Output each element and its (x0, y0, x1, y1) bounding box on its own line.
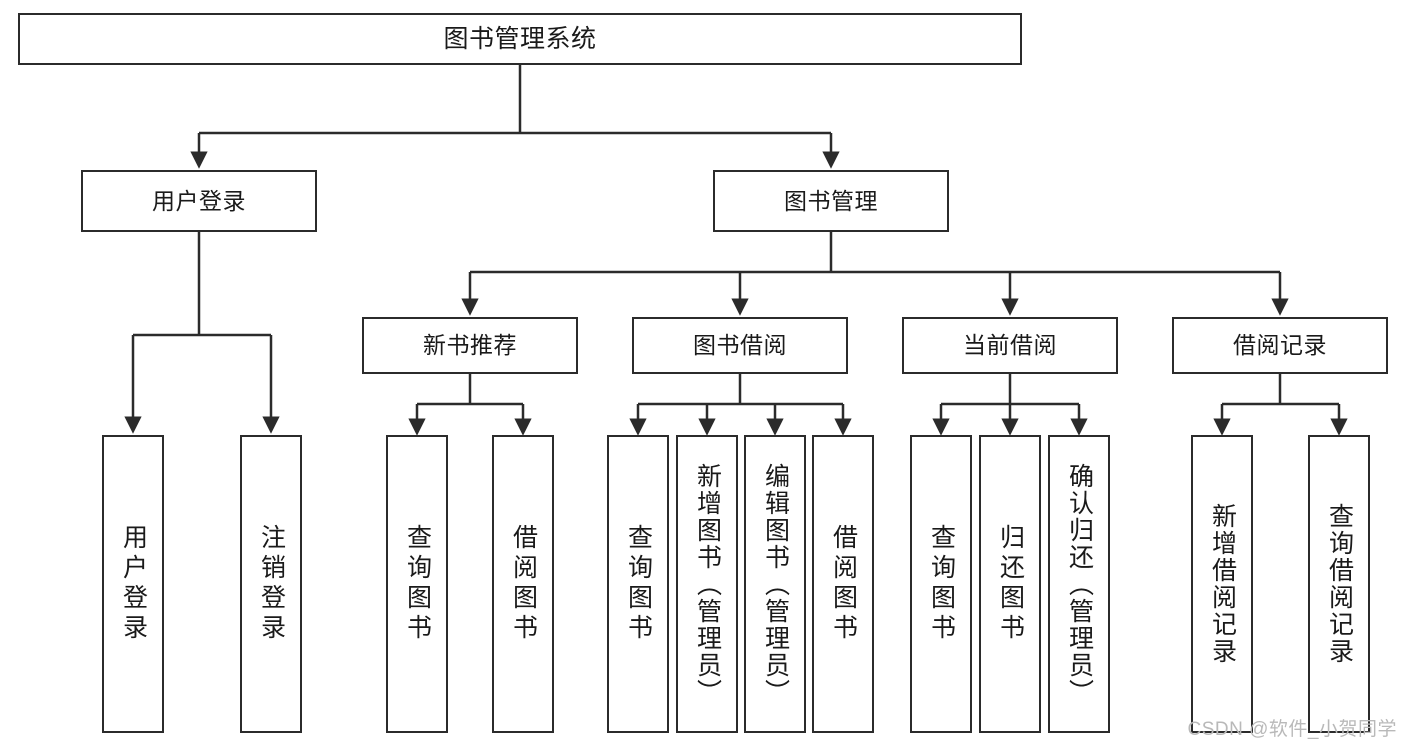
leaf-recommend-query-book[interactable]: 查询图书 (386, 435, 448, 733)
node-root[interactable]: 图书管理系统 (18, 13, 1022, 65)
leaf-borrow-edit-book-label: 编辑图书（管理员） (761, 462, 790, 706)
leaf-current-confirm-return[interactable]: 确认归还（管理员） (1048, 435, 1110, 733)
leaf-borrow-add-book[interactable]: 新增图书（管理员） (676, 435, 738, 733)
node-user-login[interactable]: 用户登录 (81, 170, 317, 232)
node-user-login-label: 用户登录 (152, 187, 246, 214)
leaf-record-add-record[interactable]: 新增借阅记录 (1191, 435, 1253, 733)
node-book-borrow-label: 图书借阅 (693, 332, 787, 359)
leaf-record-query-record-label: 查询借阅记录 (1325, 503, 1354, 665)
leaf-recommend-borrow-book[interactable]: 借阅图书 (492, 435, 554, 733)
node-current-borrow-label: 当前借阅 (963, 332, 1057, 359)
leaf-logout-label: 注销登录 (257, 524, 286, 644)
leaf-record-query-record[interactable]: 查询借阅记录 (1308, 435, 1370, 733)
leaf-record-add-record-label: 新增借阅记录 (1208, 503, 1237, 665)
node-book-management[interactable]: 图书管理 (713, 170, 949, 232)
leaf-recommend-query-book-label: 查询图书 (403, 524, 432, 644)
node-current-borrow[interactable]: 当前借阅 (902, 317, 1118, 374)
leaf-user-login-label: 用户登录 (119, 524, 148, 644)
leaf-borrow-query-book-label: 查询图书 (624, 524, 653, 644)
leaf-recommend-borrow-book-label: 借阅图书 (509, 524, 538, 644)
leaf-borrow-borrow-book[interactable]: 借阅图书 (812, 435, 874, 733)
leaf-current-return-book-label: 归还图书 (996, 524, 1025, 644)
leaf-borrow-edit-book[interactable]: 编辑图书（管理员） (744, 435, 806, 733)
node-book-borrow[interactable]: 图书借阅 (632, 317, 848, 374)
leaf-borrow-borrow-book-label: 借阅图书 (829, 524, 858, 644)
leaf-logout[interactable]: 注销登录 (240, 435, 302, 733)
leaf-current-query-book[interactable]: 查询图书 (910, 435, 972, 733)
node-book-management-label: 图书管理 (784, 187, 878, 214)
leaf-user-login[interactable]: 用户登录 (102, 435, 164, 733)
node-root-label: 图书管理系统 (443, 24, 597, 53)
leaf-borrow-add-book-label: 新增图书（管理员） (693, 462, 722, 706)
node-new-book-recommend-label: 新书推荐 (423, 332, 517, 359)
node-new-book-recommend[interactable]: 新书推荐 (362, 317, 578, 374)
leaf-current-query-book-label: 查询图书 (927, 524, 956, 644)
node-borrow-record-label: 借阅记录 (1233, 332, 1327, 359)
leaf-current-return-book[interactable]: 归还图书 (979, 435, 1041, 733)
leaf-borrow-query-book[interactable]: 查询图书 (607, 435, 669, 733)
watermark-text: CSDN @软件_小贺同学 (1187, 719, 1397, 740)
node-borrow-record[interactable]: 借阅记录 (1172, 317, 1388, 374)
leaf-current-confirm-return-label: 确认归还（管理员） (1065, 462, 1094, 706)
